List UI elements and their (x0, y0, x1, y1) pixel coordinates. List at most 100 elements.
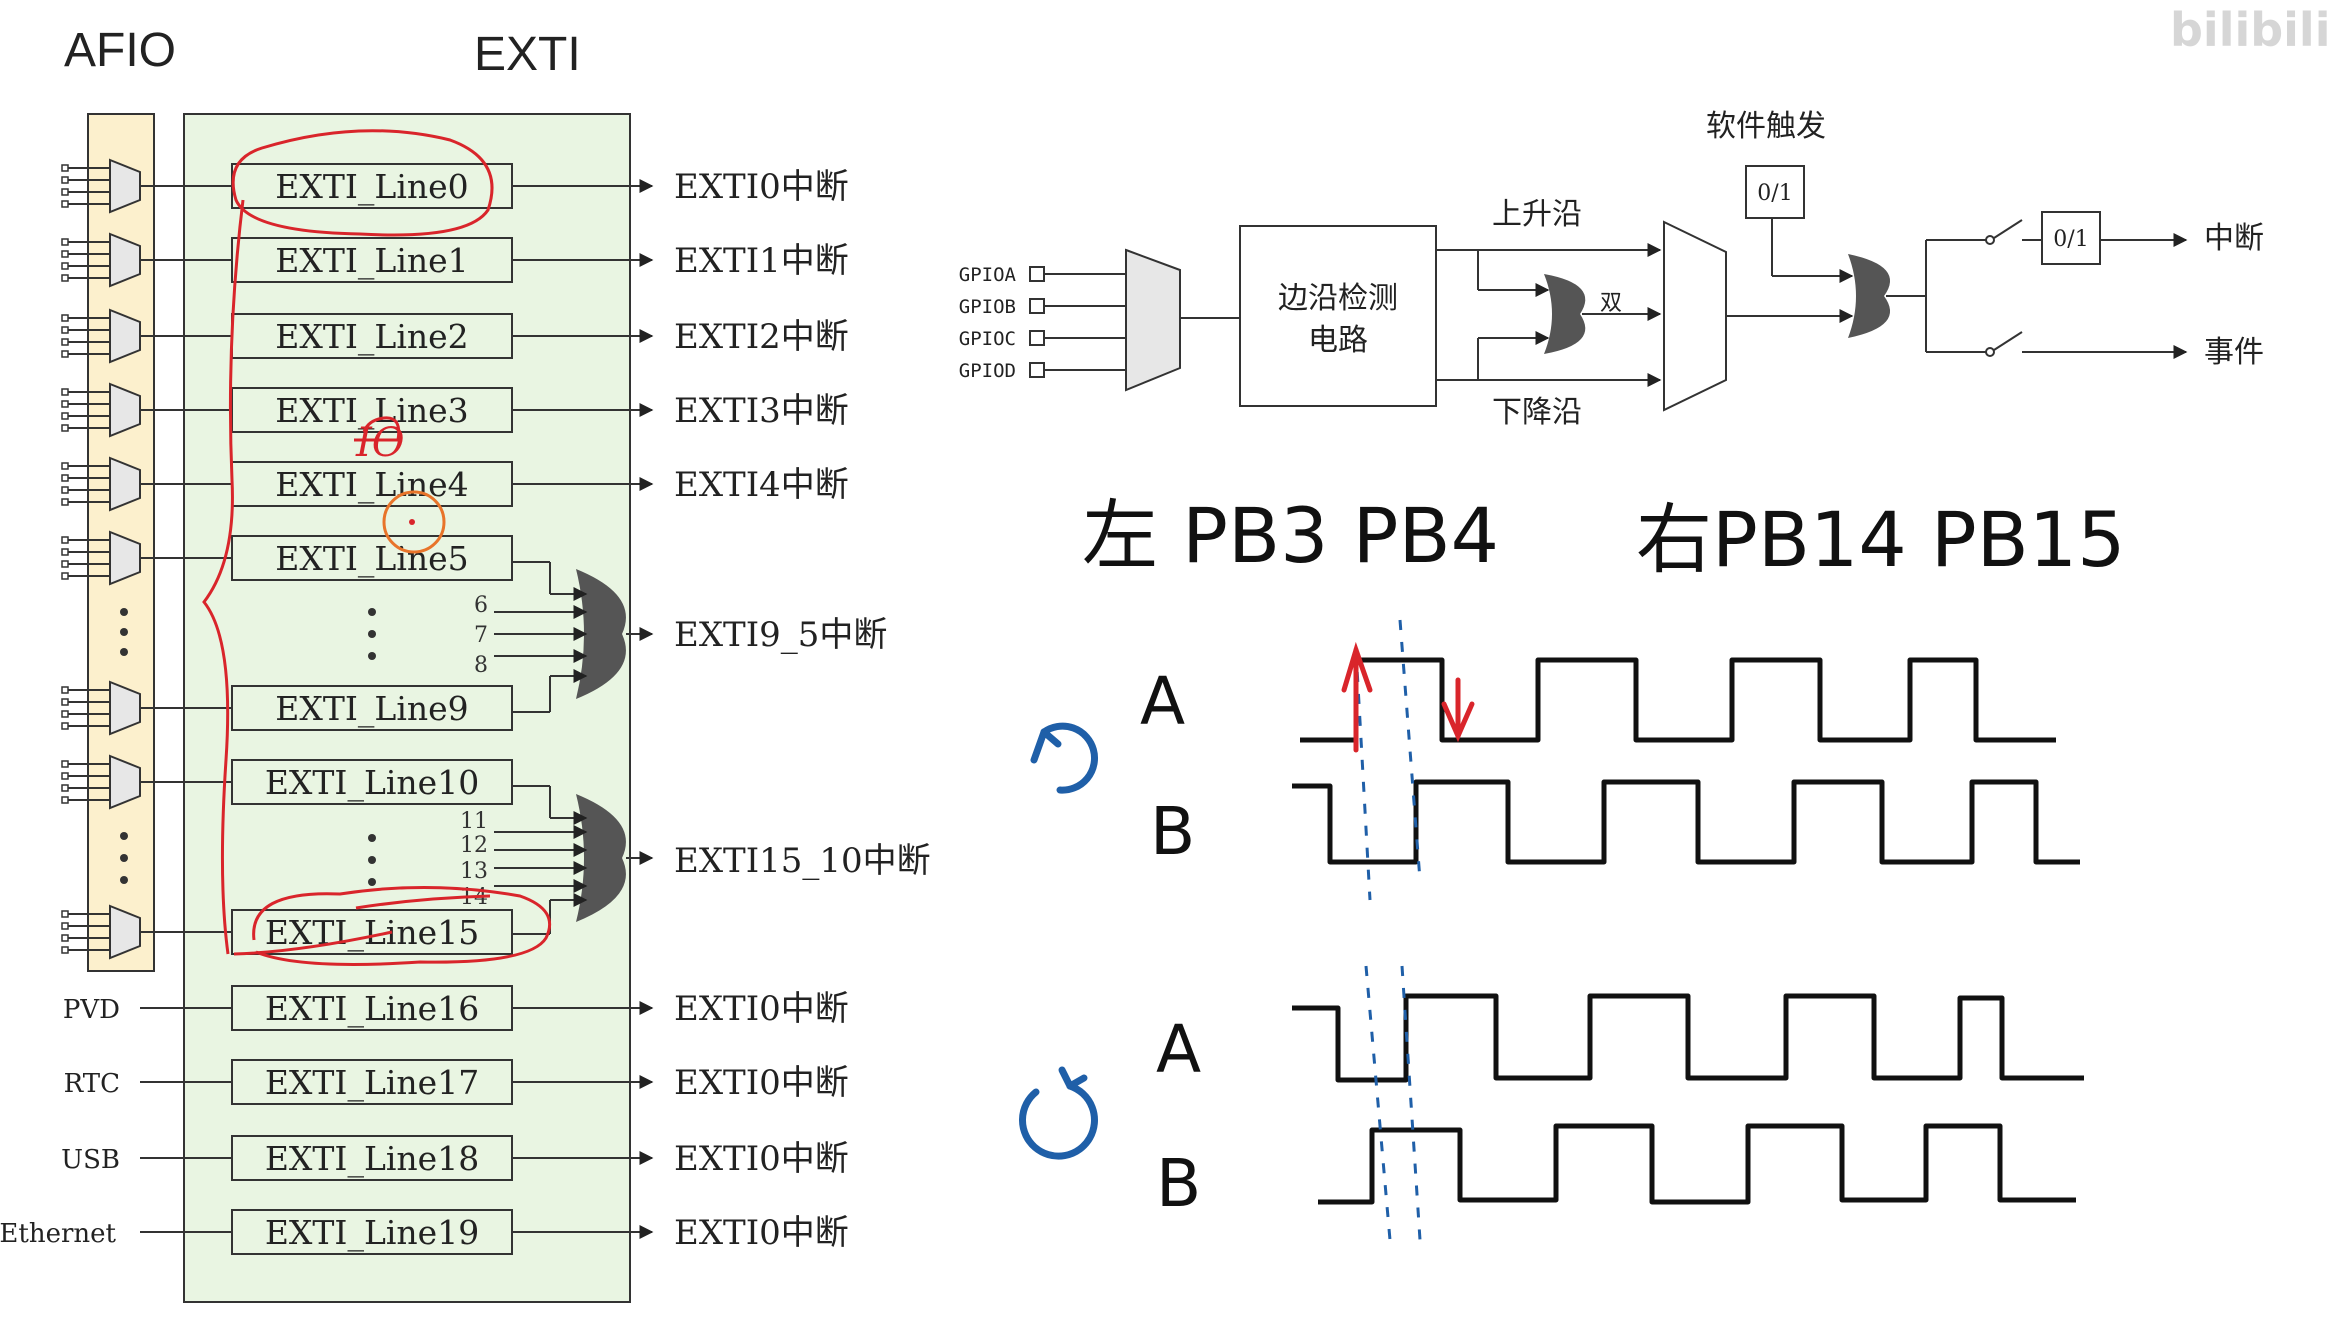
or-input-11: 11 (460, 809, 488, 834)
afio-mux (61, 158, 232, 214)
or-gate-trigger (1848, 254, 1891, 338)
cursor-circle (382, 490, 446, 554)
wave-ccw-a-label: A (1156, 1011, 1201, 1088)
exti-line-box (231, 461, 513, 507)
exti-line-box (231, 685, 513, 731)
wave-cw-b-label: B (1150, 793, 1195, 870)
gpio-input: GPIOD (959, 360, 1126, 382)
exti-line-label: EXTI_Line16 (265, 989, 479, 1029)
gpio-input: GPIOC (959, 328, 1126, 350)
afio-mux (61, 456, 232, 512)
exti-output-label: EXTI2中断 (674, 317, 849, 357)
exti-line-row: EXTI_Line5 (231, 535, 513, 581)
wave-cw-a (1300, 657, 2056, 743)
gpio-label: GPIOD (959, 360, 1016, 382)
exti-line-label: EXTI_Line3 (275, 391, 468, 431)
red-annotations (202, 129, 552, 966)
edge-detect-label-1: 边沿检测 (1278, 281, 1398, 316)
exti-output-label: EXTI0中断 (674, 167, 849, 207)
exti-line-box (231, 535, 513, 581)
wave-cw-a-label: A (1140, 663, 1185, 740)
wave-cw-b (1292, 779, 2080, 865)
gpio-input: GPIOB (959, 296, 1126, 318)
gpio-label: GPIOC (959, 328, 1016, 350)
exti-line-box (231, 1209, 513, 1255)
exti-output-label: EXTI0中断 (674, 1063, 849, 1103)
exti-line-box (231, 237, 513, 283)
line-source-label: RTC (64, 1069, 120, 1099)
output-exti15-10: EXTI15_10中断 (674, 841, 931, 881)
gpio-label: GPIOB (959, 296, 1016, 318)
circle-line0 (231, 129, 494, 237)
cursor-dot (409, 519, 415, 525)
falling-edge-label: 下降沿 (1492, 395, 1582, 430)
afio-title: AFIO (64, 24, 176, 77)
edge-detect-diagram: GPIOA GPIOB GPIOC GPIOD 边沿检测 电路 双 上升沿 下降沿 软… (959, 109, 2264, 430)
output-interrupt: 中断 (2204, 221, 2264, 256)
quadrature-waveforms: A B A B (1019, 619, 2084, 1241)
exti-line-box (231, 759, 513, 805)
exti-line-row: EXTI_Line10 (231, 759, 513, 805)
annotation-io-strokes (354, 416, 401, 442)
interrupt-mask-toggle (2041, 211, 2101, 265)
line-source-label: USB (61, 1145, 120, 1175)
afio-mux-column (61, 158, 232, 960)
red-edge-arrows (1341, 641, 1475, 753)
exti-line-label: EXTI_Line2 (275, 317, 468, 357)
afio-mux (61, 904, 232, 960)
rising-edge-label: 上升沿 (1492, 197, 1582, 232)
event-switch (1993, 331, 2023, 351)
line-source-label: Ethernet (0, 1219, 117, 1249)
gpio-input: GPIOA (959, 264, 1126, 286)
exti-output-label: EXTI0中断 (674, 989, 849, 1029)
or-input-12: 12 (460, 833, 488, 858)
circle-line15 (252, 886, 552, 966)
gpio-inputs: GPIOA GPIOB GPIOC GPIOD (959, 264, 1126, 382)
toggle-2-label: 0/1 (2053, 227, 2088, 252)
afio-mux (61, 382, 232, 438)
bracket-tail (233, 930, 393, 956)
or-input-6: 6 (474, 593, 488, 618)
toggle-1-label: 0/1 (1757, 181, 1792, 206)
exti-line-row: EXTI_Line3 EXTI3中断 (231, 387, 849, 433)
exti-line-row: EXTI_Line0 EXTI0中断 (231, 163, 849, 209)
note-right-pins: 右PB14 PB15 (1636, 495, 2126, 584)
both-label: 双 (1600, 291, 1622, 316)
or-input-7: 7 (474, 623, 488, 648)
or-gate-both (1544, 274, 1586, 354)
afio-ellipsis (120, 608, 128, 884)
wave-ccw-b-label: B (1156, 1145, 1201, 1222)
edge-detect-label-2: 电路 (1308, 323, 1368, 358)
exti-line-box (231, 313, 513, 359)
exti-line-label: EXTI_Line9 (275, 689, 468, 729)
exti-line-label: EXTI_Line4 (275, 465, 468, 505)
exti-output-label: EXTI3中断 (674, 391, 849, 431)
note-left-pins: 左 PB3 PB4 (1082, 491, 1499, 580)
software-trigger-label: 软件触发 (1706, 109, 1826, 144)
bracket-left (202, 199, 245, 955)
exti-line-row: EXTI_Line9 (231, 685, 513, 731)
exti-title: EXTI (474, 28, 581, 81)
blue-guide-lines (1354, 619, 1422, 1241)
edge-detect-box (1239, 225, 1437, 407)
exti-line-box (231, 163, 513, 209)
wave-ccw-a (1292, 993, 2084, 1083)
clockwise-icon (1030, 722, 1098, 794)
exti-line-row: EXTI_Line15 (231, 909, 513, 955)
output-event: 事件 (2204, 335, 2264, 370)
exti-line-label: EXTI_Line0 (275, 167, 468, 207)
exti-line-label: EXTI_Line10 (265, 763, 479, 803)
exti-output-label: EXTI1中断 (674, 241, 849, 281)
exti-line-box (231, 387, 513, 433)
exti-line-row: EXTI_Line2 EXTI2中断 (231, 313, 849, 359)
counterclockwise-icon (1019, 1066, 1098, 1160)
